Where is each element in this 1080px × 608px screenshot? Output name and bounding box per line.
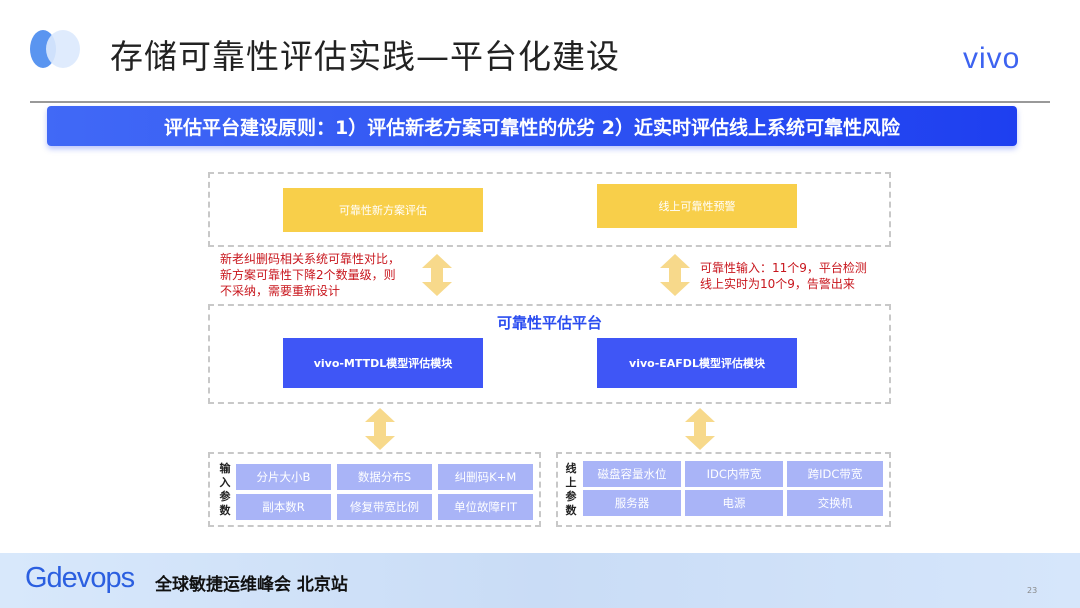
param-cell: 数据分布S [337,464,432,490]
online-warning-box: 线上可靠性预警 [597,184,797,228]
double-arrow-icon [660,254,690,296]
note-line: 新老纠删码相关系统可靠性对比， [220,252,401,266]
logo-circle [46,30,80,68]
divider [30,101,1050,103]
principle-banner: 评估平台建设原则：1）评估新老方案可靠性的优劣 2）近实时评估线上系统可靠性风险 [47,106,1017,146]
param-cell: 跨IDC带宽 [787,461,883,487]
param-cell: 分片大小B [236,464,331,490]
input-params-label: 输入参数 [219,462,231,517]
platform-group [208,304,891,404]
online-params-label: 线上参数 [565,462,577,517]
param-cell: 磁盘容量水位 [583,461,681,487]
eafdl-module: vivo-EAFDL模型评估模块 [597,338,797,388]
note-line: 新方案可靠性下降2个数量级，则 [220,268,396,282]
param-cell: 修复带宽比例 [337,494,432,520]
new-scheme-eval-box: 可靠性新方案评估 [283,188,483,232]
double-arrow-icon [685,408,715,450]
right-note: 可靠性输入：11个9，平台检测 线上实时为10个9，告警出来 [700,260,867,292]
page-title: 存储可靠性评估实践—平台化建设 [110,37,620,76]
note-line: 不采纳，需要重新设计 [220,284,341,298]
param-cell: 单位故障FIT [438,494,533,520]
mttdl-module: vivo-MTTDL模型评估模块 [283,338,483,388]
param-cell: 交换机 [787,490,883,516]
param-cell: IDC内带宽 [685,461,783,487]
note-line: 可靠性输入：11个9，平台检测 [700,261,867,275]
input-params-group [208,452,541,527]
gdevops-logo: Gdevops [25,562,135,594]
footer-banner [0,553,1080,608]
param-cell: 纠删码K+M [438,464,533,490]
conference-name: 全球敏捷运维峰会 北京站 [155,575,348,595]
left-note: 新老纠删码相关系统可靠性对比， 新方案可靠性下降2个数量级，则 不采纳，需要重新… [220,251,400,299]
double-arrow-icon [422,254,452,296]
platform-title: 可靠性平估平台 [496,314,602,332]
note-line: 线上实时为10个9，告警出来 [700,277,855,291]
brand-logo: vivo [963,42,1021,75]
double-arrow-icon [365,408,395,450]
online-params-group [556,452,891,527]
param-cell: 服务器 [583,490,681,516]
param-cell: 副本数R [236,494,331,520]
param-cell: 电源 [685,490,783,516]
top-group [208,172,891,247]
page-number: 23 [1027,586,1038,595]
